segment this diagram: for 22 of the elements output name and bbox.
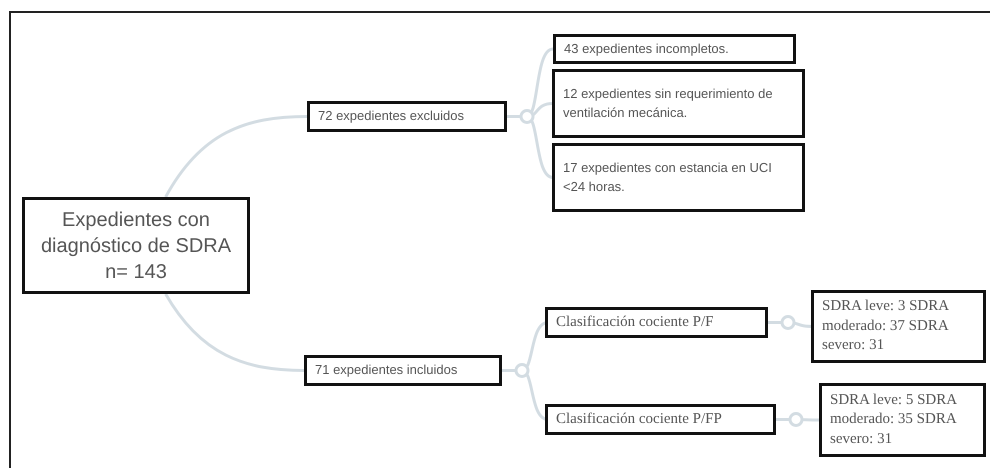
- node-text: 17 expedientes con estancia en UCI <24 horas.: [563, 158, 773, 196]
- connector-line: [164, 115, 308, 198]
- text-box: [811, 290, 986, 363]
- text-box: [22, 197, 250, 294]
- text-box: [553, 34, 796, 64]
- node-text: 71 expedientes incluidos: [315, 361, 458, 380]
- text-box: [552, 143, 805, 212]
- text-box: [552, 69, 805, 138]
- node-text: 12 expedientes sin requerimiento de ventilación mecánica.: [563, 84, 774, 122]
- text-box: [819, 383, 986, 457]
- text-box: [307, 101, 507, 132]
- node-text: 43 expedientes incompletos.: [564, 40, 729, 58]
- text-box: [545, 307, 768, 338]
- connector-line: [164, 293, 304, 372]
- node-text: Clasificación cociente P/FP: [556, 410, 722, 429]
- node-text: Clasificación cociente P/F: [556, 312, 714, 332]
- node-text: SDRA leve: 3 SDRA moderado: 37 SDRA severo: 31: [822, 297, 950, 356]
- node-text: Expedientes con diagnóstico de SDRA n= 143: [40, 208, 232, 284]
- text-box: [304, 355, 502, 386]
- node-text: 72 expedientes excluidos: [318, 107, 464, 126]
- node-text: SDRA leve: 5 SDRA moderado: 35 SDRA severo: 31: [830, 390, 958, 449]
- text-box: [545, 404, 776, 435]
